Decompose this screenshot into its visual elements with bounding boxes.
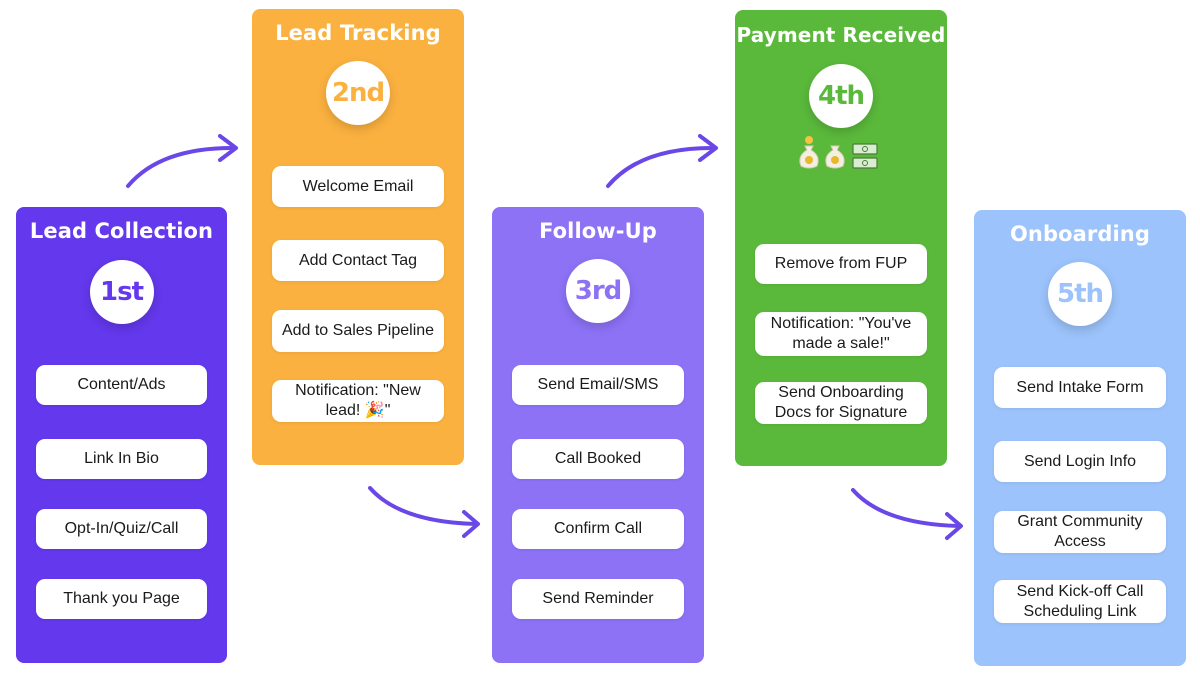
stage-title: Payment Received <box>736 23 946 47</box>
money-icons <box>799 136 878 169</box>
step-badge: 4th <box>809 64 873 128</box>
arrow-2-to-3-icon <box>368 486 480 538</box>
step-item: Send Intake Form <box>994 367 1166 408</box>
step-item: Content/Ads <box>36 365 207 405</box>
step-item: Call Booked <box>512 439 684 479</box>
step-badge: 5th <box>1048 262 1112 326</box>
step-item: Thank you Page <box>36 579 207 619</box>
stage-follow-up: Follow-Up 3rd Send Email/SMS Call Booked… <box>492 207 704 663</box>
arrow-4-to-5-icon <box>851 488 963 540</box>
stage-title: Onboarding <box>1009 222 1150 246</box>
step-item: Opt-In/Quiz/Call <box>36 509 207 549</box>
arrow-1-to-2-icon <box>126 134 238 188</box>
step-item: Send Onboarding Docs for Signature <box>755 382 927 424</box>
step-item: Notification: "You've made a sale!" <box>755 312 927 356</box>
stage-lead-tracking: Lead Tracking 2nd Welcome Email Add Cont… <box>252 9 464 465</box>
step-item: Remove from FUP <box>755 244 927 284</box>
step-item: Grant Community Access <box>994 511 1166 553</box>
step-item: Add to Sales Pipeline <box>272 310 444 352</box>
step-item: Send Email/SMS <box>512 365 684 405</box>
step-badge: 3rd <box>566 259 630 323</box>
step-item: Notification: "New lead! 🎉" <box>272 380 444 422</box>
stage-title: Lead Tracking <box>275 21 441 45</box>
step-item: Send Login Info <box>994 441 1166 482</box>
step-item: Welcome Email <box>272 166 444 207</box>
step-item: Send Reminder <box>512 579 684 619</box>
stage-lead-collection: Lead Collection 1st Content/Ads Link In … <box>16 207 227 663</box>
stage-onboarding: Onboarding 5th Send Intake Form Send Log… <box>974 210 1186 666</box>
step-item: Link In Bio <box>36 439 207 479</box>
money-bag-icon <box>799 136 819 169</box>
stage-payment-received: Payment Received 4th Remove from FUP <box>735 10 947 466</box>
step-item: Confirm Call <box>512 509 684 549</box>
arrow-3-to-4-icon <box>606 134 718 188</box>
stage-title: Follow-Up <box>539 219 657 243</box>
step-badge: 1st <box>89 260 154 324</box>
step-item: Send Kick-off Call Scheduling Link <box>994 580 1166 623</box>
banknote-icon <box>852 143 878 169</box>
step-badge: 2nd <box>326 61 390 125</box>
money-bag-icon <box>825 145 845 169</box>
step-item: Add Contact Tag <box>272 240 444 281</box>
stage-title: Lead Collection <box>29 219 214 243</box>
